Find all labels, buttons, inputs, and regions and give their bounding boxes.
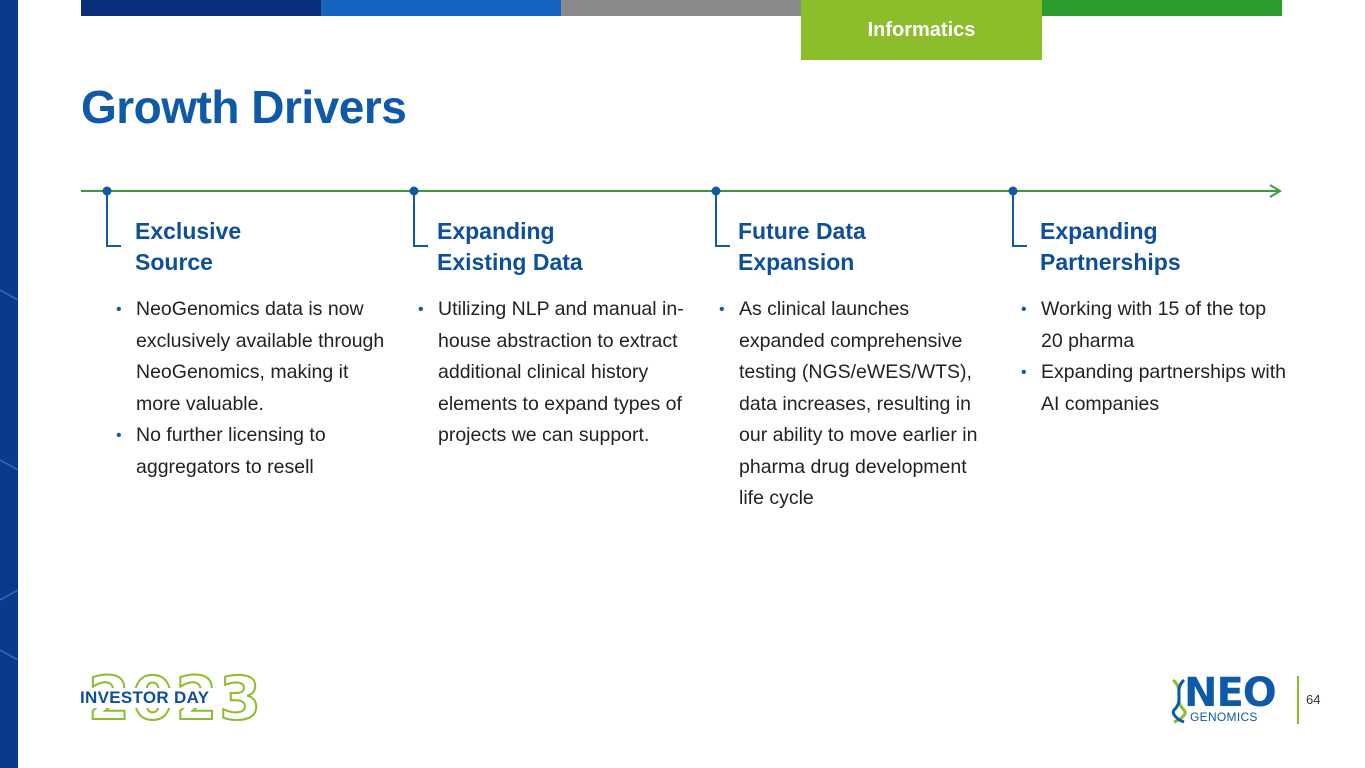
left-decorative-rail xyxy=(0,0,18,768)
list-item: •Working with 15 of the top 20 pharma xyxy=(1019,294,1293,357)
bullet-icon: • xyxy=(1021,301,1027,318)
column-heading: Exclusive Source xyxy=(135,218,242,275)
top-bar-segment xyxy=(321,0,562,16)
column-heading: Expanding Existing Data xyxy=(437,218,583,275)
top-bar-segment xyxy=(81,0,322,16)
driver-column-future-data-expansion: Future Data Expansion •As clinical launc… xyxy=(711,216,991,515)
list-item: •NeoGenomics data is now exclusively ava… xyxy=(114,294,388,420)
column-heading: Expanding Partnerships xyxy=(1040,218,1181,275)
bullet-list: •NeoGenomics data is now exclusively ava… xyxy=(108,294,388,483)
bullet-icon: • xyxy=(116,427,122,444)
bullet-icon: • xyxy=(1021,364,1027,381)
section-tab-informatics[interactable]: Informatics xyxy=(801,0,1042,60)
top-bar-segment xyxy=(561,0,802,16)
driver-column-expanding-existing-data: Expanding Existing Data •Utilizing NLP a… xyxy=(410,216,690,452)
list-item: •Utilizing NLP and manual in-house abstr… xyxy=(416,294,690,452)
bullet-icon: • xyxy=(116,301,122,318)
top-color-bars xyxy=(81,0,1283,16)
page-title: Growth Drivers xyxy=(81,81,407,133)
page-number: 64 xyxy=(1306,692,1321,707)
timeline-arrowhead xyxy=(1269,184,1282,198)
column-heading: Future Data Expansion xyxy=(738,218,866,275)
brand-name: NEO xyxy=(1184,670,1277,716)
top-bar-segment xyxy=(1041,0,1283,16)
list-item: •Expanding partnerships with AI companie… xyxy=(1019,357,1293,420)
bullet-list: •Utilizing NLP and manual in-house abstr… xyxy=(410,294,690,452)
bullet-icon: • xyxy=(418,301,424,318)
bullet-list: •Working with 15 of the top 20 pharma •E… xyxy=(1013,294,1293,420)
driver-column-exclusive-source: Exclusive Source •NeoGenomics data is no… xyxy=(108,216,388,483)
bullet-list: •As clinical launches expanded comprehen… xyxy=(711,294,991,515)
footer-divider xyxy=(1297,676,1299,724)
neogenomics-logo: NEO GENOMICS xyxy=(1170,670,1280,724)
bullet-icon: • xyxy=(719,301,725,318)
dna-helix-icon xyxy=(1171,678,1187,724)
investor-day-logo: 2023 INVESTOR DAY xyxy=(80,663,262,735)
list-item: •As clinical launches expanded comprehen… xyxy=(717,294,991,515)
driver-column-expanding-partnerships: Expanding Partnerships •Working with 15 … xyxy=(1013,216,1293,420)
event-name: INVESTOR DAY xyxy=(80,688,214,708)
brand-subname: GENOMICS xyxy=(1190,710,1258,724)
list-item: •No further licensing to aggregators to … xyxy=(114,420,388,483)
